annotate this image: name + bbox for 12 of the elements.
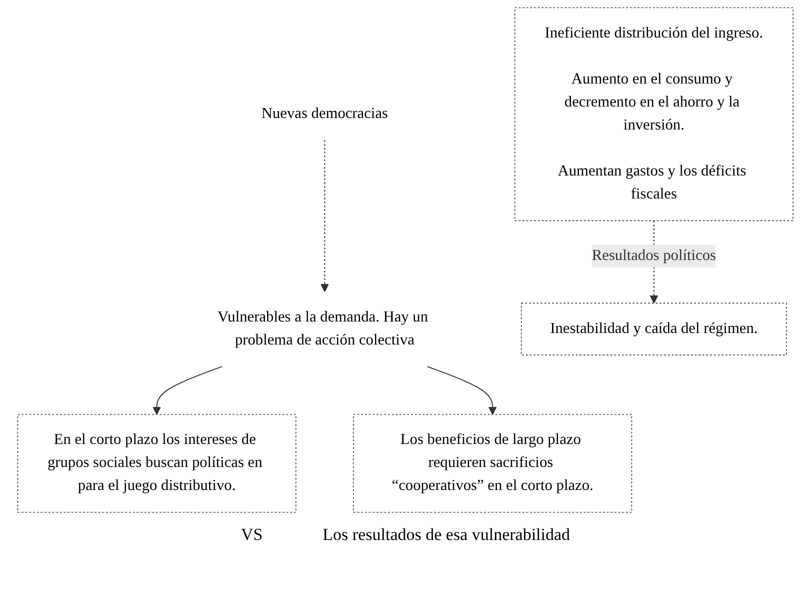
node-box: Ineficiente distribución del ingreso. Aumento en el consumo y decremento en el ahorro y la inversión. Aumentan gastos y los déficits fiscales — [514, 7, 794, 222]
node-box: En el corto plazo los intereses de grupos sociales buscan políticas en para el juego distributivo. — [17, 414, 297, 513]
edge-label: Resultados políticos — [592, 248, 716, 264]
node-box: Inestabilidad y caída del régimen. — [521, 302, 788, 356]
note-text: VS — [240, 525, 263, 545]
arrow — [426, 366, 497, 415]
arrow — [152, 366, 223, 415]
node-box: Los beneficios de largo plazo requieren sacrificios “cooperativos” en el corto plazo. — [353, 414, 632, 513]
node-text: Vulnerables a la demanda. Hay un problema de acción colectiva — [218, 308, 428, 348]
node-text: Nuevas democracias — [262, 106, 388, 122]
arrow — [320, 140, 330, 292]
note-text: Los resultados de esa vulnerabilidad — [322, 525, 570, 545]
